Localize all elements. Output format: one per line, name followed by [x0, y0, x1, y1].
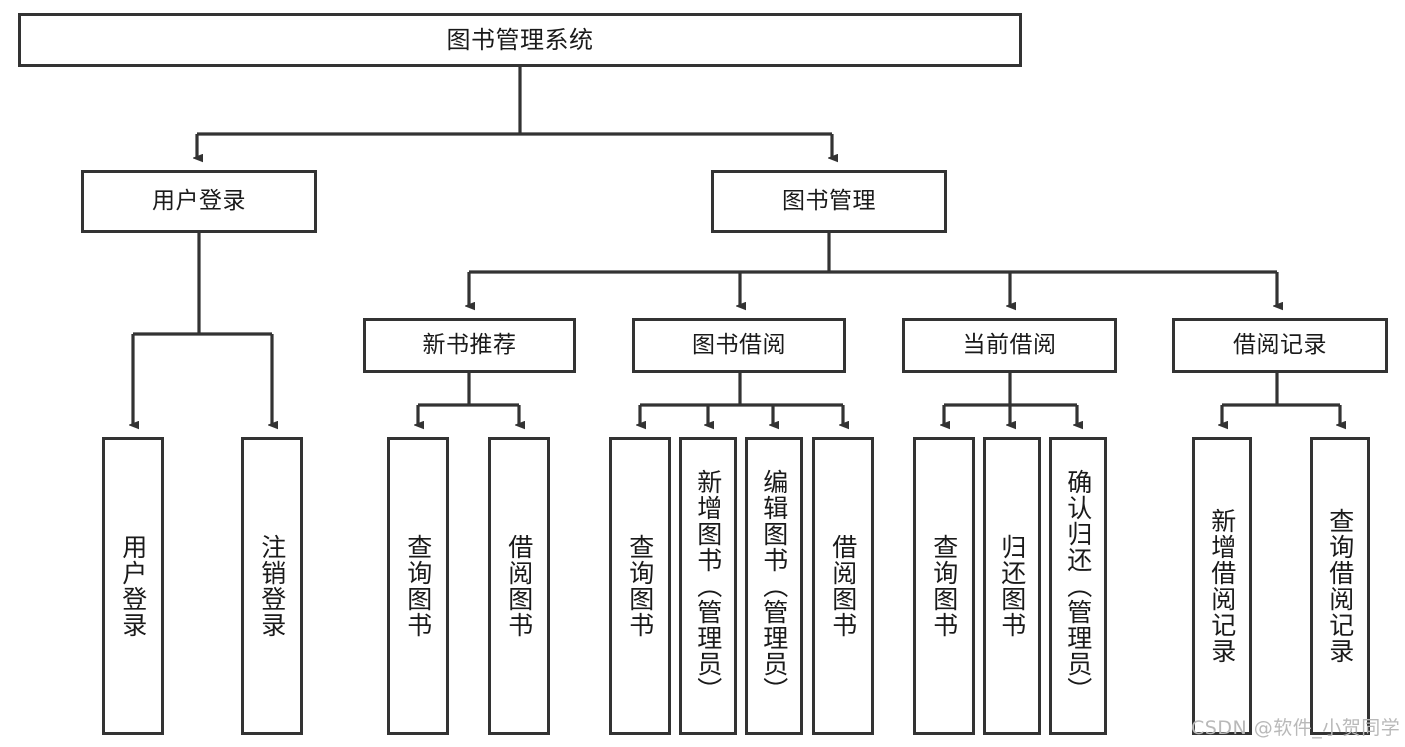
node-label: 新书推荐 [422, 331, 517, 358]
node-label: 查询图书 [403, 534, 433, 638]
node-leaf-edit-book-admin[interactable]: 编辑图书（管理员） [745, 437, 803, 735]
node-label: 编辑图书（管理员） [759, 469, 789, 703]
node-label: 查询图书 [625, 534, 655, 638]
node-label: 借阅图书 [828, 534, 858, 638]
node-label: 图书管理系统 [446, 25, 594, 54]
node-label: 借阅记录 [1233, 331, 1327, 358]
node-leaf-borrow-book-1[interactable]: 借阅图书 [488, 437, 550, 735]
node-label: 借阅图书 [504, 534, 534, 638]
csdn-watermark: CSDN @软件_小贺同学 [1191, 717, 1401, 739]
node-root-book-management-system[interactable]: 图书管理系统 [18, 13, 1022, 67]
node-label: 图书借阅 [692, 331, 786, 358]
node-label: 新增借阅记录 [1207, 508, 1237, 664]
node-leaf-user-login[interactable]: 用户登录 [102, 437, 164, 735]
node-leaf-query-borrow-record[interactable]: 查询借阅记录 [1310, 437, 1370, 735]
node-book-manage[interactable]: 图书管理 [711, 170, 947, 233]
node-current-borrow[interactable]: 当前借阅 [902, 318, 1117, 373]
node-label: 用户登录 [152, 187, 246, 214]
node-label: 注销登录 [257, 534, 287, 638]
node-new-book-recommend[interactable]: 新书推荐 [363, 318, 576, 373]
node-leaf-confirm-return-admin[interactable]: 确认归还（管理员） [1049, 437, 1107, 735]
node-label: 确认归还（管理员） [1063, 469, 1093, 703]
node-leaf-logout-login[interactable]: 注销登录 [241, 437, 303, 735]
node-leaf-query-book-3[interactable]: 查询图书 [913, 437, 975, 735]
node-label: 新增图书（管理员） [693, 469, 723, 703]
node-leaf-query-book-1[interactable]: 查询图书 [387, 437, 449, 735]
node-leaf-add-book-admin[interactable]: 新增图书（管理员） [679, 437, 737, 735]
node-label: 查询借阅记录 [1325, 508, 1355, 664]
node-leaf-borrow-book-2[interactable]: 借阅图书 [812, 437, 874, 735]
node-label: 归还图书 [997, 534, 1027, 638]
node-borrow-record[interactable]: 借阅记录 [1172, 318, 1388, 373]
node-label: 图书管理 [782, 187, 876, 214]
node-leaf-return-book[interactable]: 归还图书 [983, 437, 1041, 735]
node-label: 当前借阅 [962, 331, 1057, 358]
node-leaf-add-borrow-record[interactable]: 新增借阅记录 [1192, 437, 1252, 735]
node-user-login[interactable]: 用户登录 [81, 170, 317, 233]
node-book-borrow[interactable]: 图书借阅 [632, 318, 846, 373]
node-label: 用户登录 [118, 534, 148, 638]
node-label: 查询图书 [929, 534, 959, 638]
node-leaf-query-book-2[interactable]: 查询图书 [609, 437, 671, 735]
